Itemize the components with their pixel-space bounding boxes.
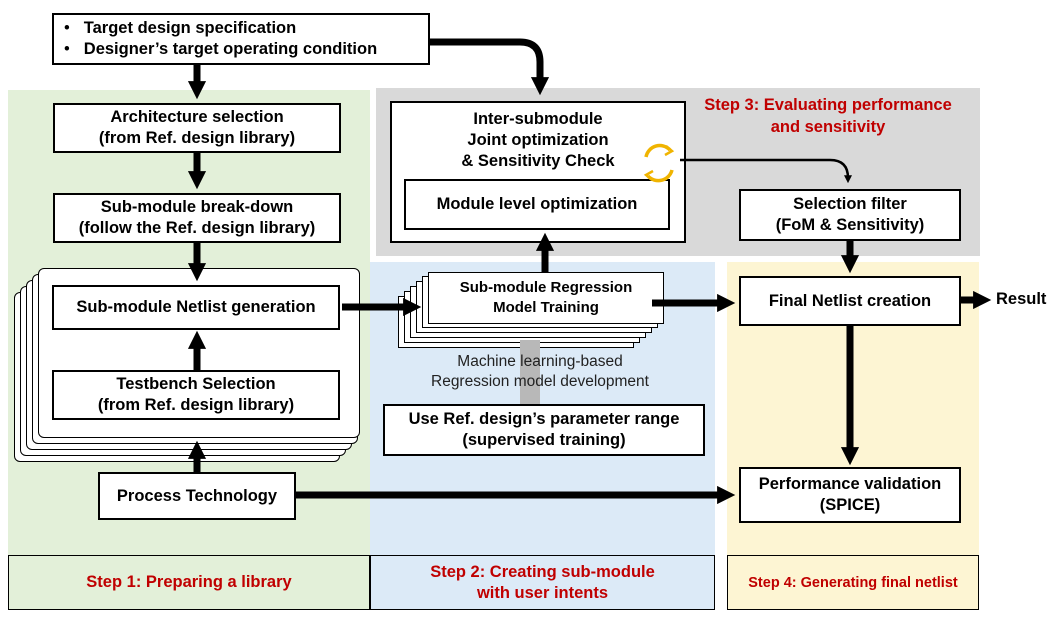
module-level-optimization-box: Module level optimization [404, 179, 670, 230]
ml-note-line-1: Machine learning-based [457, 353, 623, 370]
process-technology-box: Process Technology [98, 472, 296, 520]
bullet: • [64, 19, 70, 37]
step3-title-line-2: and sensitivity [770, 118, 886, 136]
ml-connector-arrow [520, 340, 540, 404]
bullet: • [64, 40, 70, 58]
netlist-generation-box: Sub-module Netlist generation [52, 285, 340, 330]
module-level-label: Module level optimization [436, 195, 638, 213]
breakdown-line-2: (follow the Ref. design library) [78, 219, 316, 237]
step3-title-line-1: Step 3: Evaluating performance [704, 96, 952, 114]
arrow-spec-to-joint [430, 38, 550, 96]
final-netlist-box: Final Netlist creation [739, 276, 961, 326]
testbench-line-2: (from Ref. design library) [97, 396, 295, 414]
ml-note: Machine learning-based Regression model … [380, 352, 700, 392]
process-technology-label: Process Technology [116, 486, 278, 505]
arrow-joint-to-filter [680, 158, 853, 184]
target-spec-box: • Target design specification • Designer’s… [52, 13, 430, 65]
spec-line-2: Designer’s target operating condition [83, 40, 378, 58]
regression-line-2: Model Training [493, 299, 599, 316]
breakdown-line-1: Sub-module break-down [100, 198, 294, 216]
testbench-selection-box: Testbench Selection (from Ref. design li… [52, 370, 340, 420]
filter-line-2: (FoM & Sensitivity) [775, 216, 925, 234]
refresh-icon [643, 143, 675, 183]
regression-line-1: Sub-module Regression [459, 279, 633, 296]
architecture-selection-box: Architecture selection (from Ref. design… [53, 103, 341, 153]
step2-label-line-1: Step 2: Creating sub-module [430, 562, 655, 581]
param-line-2: (supervised training) [462, 431, 626, 449]
performance-validation-box: Performance validation (SPICE) [739, 467, 961, 523]
result-label: Result [996, 290, 1047, 308]
selection-filter-box: Selection filter (FoM & Sensitivity) [739, 189, 961, 241]
joint-line-3: & Sensitivity Check [461, 152, 615, 170]
step1-label: Step 1: Preparing a library [8, 555, 370, 610]
step3-title: Step 3: Evaluating performance and sensi… [688, 94, 968, 138]
netlist-generation-label: Sub-module Netlist generation [76, 298, 316, 316]
step4-label-text: Step 4: Generating final netlist [748, 574, 958, 591]
step4-label: Step 4: Generating final netlist [727, 555, 979, 610]
joint-line-1: Inter-submodule [473, 110, 603, 128]
ml-note-line-2: Regression model development [431, 373, 649, 390]
joint-line-2: Joint optimization [467, 131, 609, 149]
architecture-line-1: Architecture selection [110, 108, 284, 126]
regression-training-box: Sub-module Regression Model Training [428, 272, 664, 324]
parameter-range-box: Use Ref. design’s parameter range (super… [383, 404, 705, 456]
validation-line-2: (SPICE) [819, 496, 881, 514]
architecture-line-2: (from Ref. design library) [98, 129, 296, 147]
testbench-line-1: Testbench Selection [116, 375, 276, 393]
step2-label-line-2: with user intents [476, 583, 609, 602]
param-line-1: Use Ref. design’s parameter range [408, 410, 680, 428]
filter-line-1: Selection filter [793, 195, 907, 213]
step1-label-text: Step 1: Preparing a library [86, 573, 292, 591]
validation-line-1: Performance validation [758, 475, 942, 493]
step2-label: Step 2: Creating sub-module with user in… [370, 555, 715, 610]
spec-line-1: Target design specification [83, 19, 297, 37]
submodule-breakdown-box: Sub-module break-down (follow the Ref. d… [53, 193, 341, 243]
final-netlist-label: Final Netlist creation [768, 291, 932, 310]
